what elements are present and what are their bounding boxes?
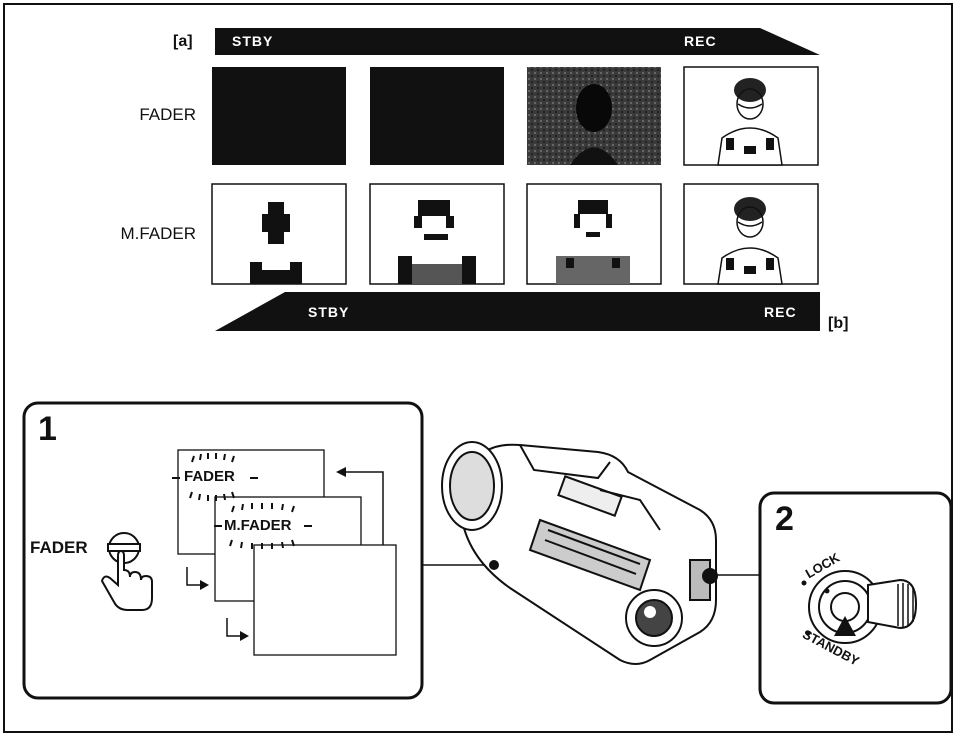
fader-button-label: FADER <box>30 538 88 558</box>
row-label-fader: FADER <box>76 105 196 125</box>
arrow-b-end-label: REC <box>764 304 797 320</box>
mfader-frame-3 <box>527 184 661 284</box>
arrow-a-start-label: STBY <box>232 33 273 49</box>
arrow-b-start-label: STBY <box>308 304 349 320</box>
mfader-frame-4 <box>684 184 818 284</box>
step1-number: 1 <box>38 410 57 449</box>
fader-frame-3 <box>527 67 661 165</box>
mfader-frame-1 <box>212 184 346 284</box>
fader-frame-1 <box>212 67 346 165</box>
mfader-frame-2 <box>370 184 504 284</box>
screen-fader-label: FADER <box>184 468 235 485</box>
row-label-mfader: M.FADER <box>76 224 196 244</box>
camcorder-icon <box>442 442 717 664</box>
arrow-b <box>215 292 820 331</box>
screen-off <box>254 545 396 655</box>
tag-a: [a] <box>173 33 193 51</box>
arrow-a-end-label: REC <box>684 33 717 49</box>
arrow-a <box>215 28 820 55</box>
tag-b: [b] <box>828 315 848 333</box>
step2-number: 2 <box>775 500 794 539</box>
fader-frame-4 <box>684 67 818 165</box>
screen-mfader-label: M.FADER <box>224 517 292 534</box>
fader-frame-2 <box>370 67 504 165</box>
